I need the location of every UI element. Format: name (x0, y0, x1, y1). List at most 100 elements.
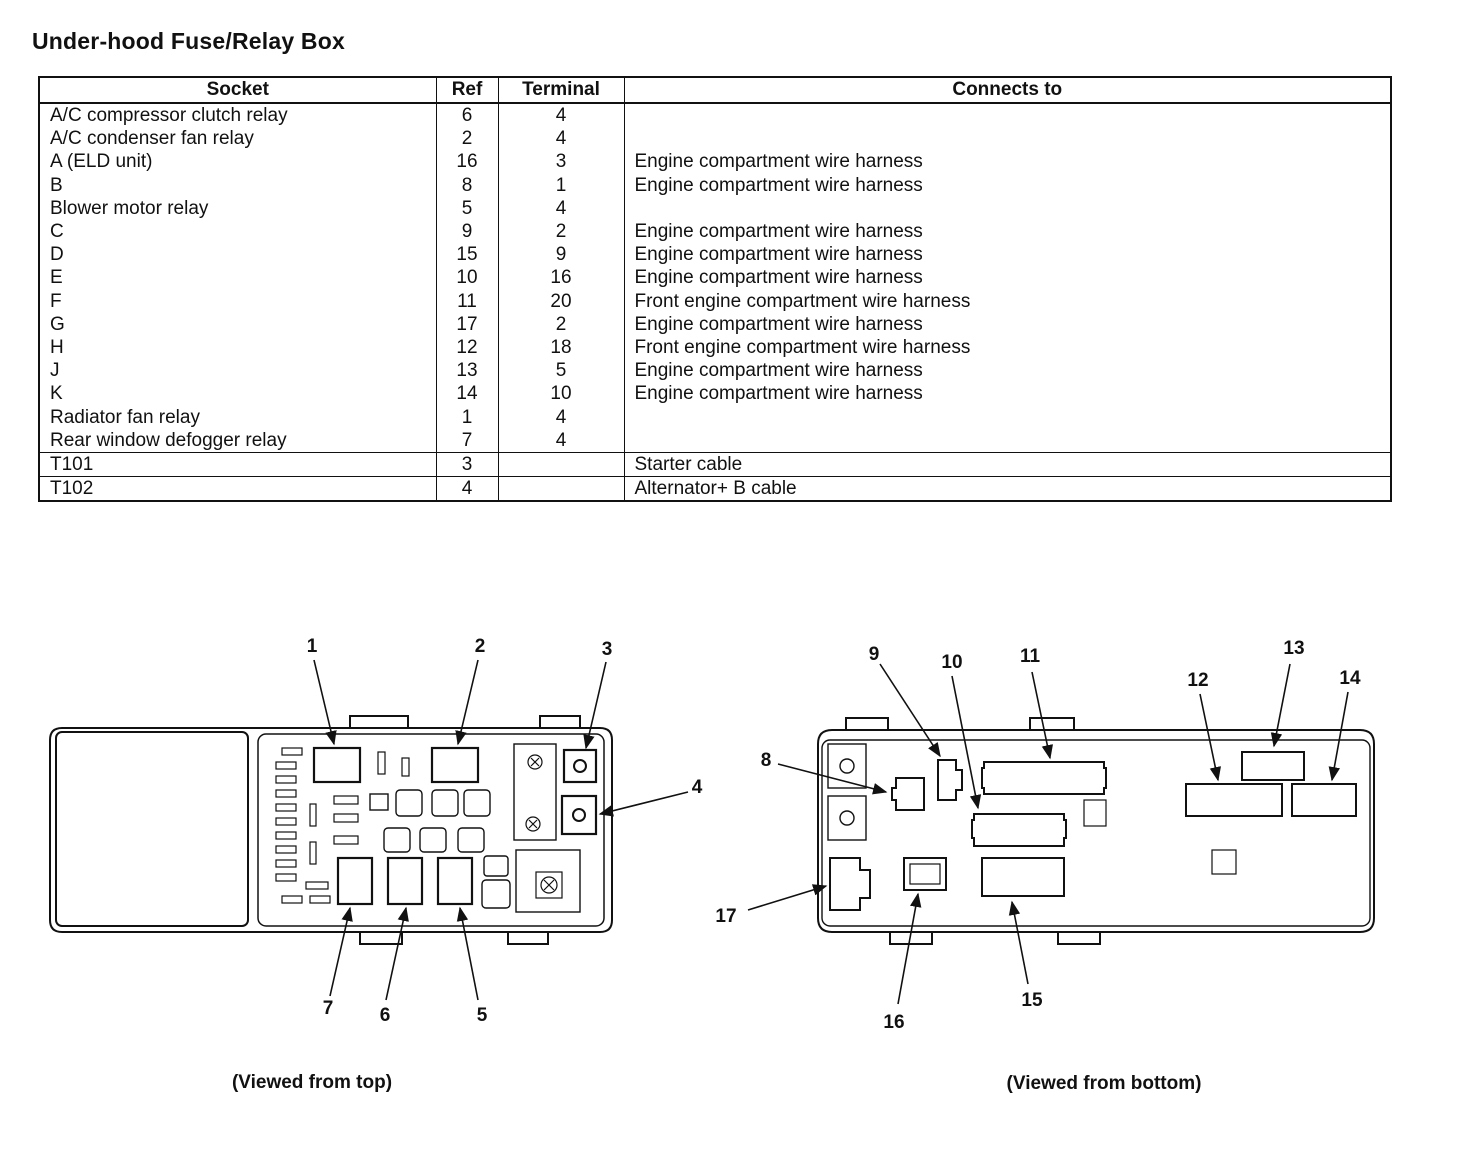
callout-17: 17 (715, 906, 736, 927)
cell-socket: A/C condenser fan relay (40, 127, 437, 151)
bottom-view-callouts: 8 9 10 11 12 13 14 15 16 17 (715, 638, 1361, 1033)
callout-11: 11 (1020, 646, 1041, 667)
cell-socket: E (40, 266, 437, 290)
cell-socket: A (ELD unit) (40, 150, 437, 174)
cell-connects-to: Front engine compartment wire harness (634, 290, 971, 312)
cell-ref: 4 (436, 476, 499, 501)
cell-socket: J (40, 359, 437, 383)
cell-socket: T102 (40, 476, 437, 501)
cell-socket: Rear window defogger relay (40, 428, 437, 453)
cell-connects-to: Engine compartment wire harness (634, 221, 923, 243)
cell-terminal: 16 (498, 266, 625, 290)
cell-ref: 16 (436, 150, 499, 174)
cell-terminal: 10 (498, 382, 625, 406)
cell-ref: 2 (436, 127, 499, 151)
cell-terminal: 4 (498, 103, 625, 128)
cell-terminal: 3 (498, 150, 625, 174)
cell-ref: 11 (436, 289, 499, 313)
cell-ref: 7 (436, 428, 499, 453)
callout-2: 2 (475, 636, 486, 657)
header-ref: Ref (436, 78, 499, 104)
bottom-view-callout-lines (747, 663, 1349, 1005)
cell-ref: 6 (436, 103, 499, 128)
callout-1: 1 (307, 636, 318, 657)
cell-terminal: 18 (498, 335, 625, 360)
cell-ref: 10 (436, 266, 499, 290)
cell-connects-to: Engine compartment wire harness (634, 151, 923, 173)
cell-connects-to: Alternator+ B cable (624, 476, 1390, 501)
top-view-caption: (Viewed from top) (232, 1072, 392, 1093)
cell-terminal: 4 (498, 127, 625, 151)
cell-terminal: 2 (498, 219, 625, 244)
callout-15: 15 (1021, 990, 1043, 1011)
callout-4: 4 (692, 777, 703, 798)
callout-14: 14 (1339, 668, 1361, 689)
cell-terminal (498, 451, 625, 477)
cell-socket: T101 (40, 451, 437, 477)
cell-ref: 9 (436, 219, 499, 244)
callout-8: 8 (761, 750, 772, 771)
cell-terminal (498, 476, 625, 501)
cell-ref: 1 (436, 405, 499, 429)
cell-connects-to: Engine compartment wire harness (634, 174, 923, 196)
top-view-box (49, 715, 613, 945)
cell-ref: 14 (436, 382, 499, 406)
fuse-relay-table: Socket Ref Terminal Connects to A/C comp… (38, 76, 1392, 503)
cell-connects-to: Engine compartment wire harness (634, 267, 923, 289)
callout-12: 12 (1187, 670, 1208, 691)
cell-socket: B (40, 173, 437, 197)
cell-socket: C (40, 219, 437, 244)
cell-socket: H (40, 335, 437, 360)
cell-ref: 17 (436, 312, 499, 336)
cell-connects-to: Starter cable (624, 451, 1390, 477)
callout-10: 10 (941, 652, 962, 673)
callout-13: 13 (1283, 638, 1304, 659)
callout-9: 9 (869, 644, 880, 665)
cell-ref: 3 (436, 451, 499, 477)
cell-socket: D (40, 243, 437, 267)
header-terminal: Terminal (498, 78, 625, 104)
cell-ref: 8 (436, 173, 499, 197)
cell-terminal: 5 (498, 359, 625, 383)
top-view-callouts: 1 2 3 4 5 6 7 (307, 636, 703, 1026)
page-title: Under-hood Fuse/Relay Box (32, 28, 345, 54)
cell-connects-to: Front engine compartment wire harness (634, 336, 971, 358)
cell-ref: 13 (436, 359, 499, 383)
cell-socket: G (40, 312, 437, 336)
cell-terminal: 20 (498, 289, 625, 313)
cell-socket: K (40, 382, 437, 406)
cell-terminal: 4 (498, 196, 625, 220)
cell-socket: Blower motor relay (40, 196, 437, 220)
top-view-callout-lines (313, 659, 689, 1001)
callout-3: 3 (602, 639, 613, 660)
cell-terminal: 4 (498, 428, 625, 453)
callout-5: 5 (477, 1005, 488, 1026)
cell-connects-to: Engine compartment wire harness (634, 360, 923, 382)
cell-socket: Radiator fan relay (40, 405, 437, 429)
cell-connects-to: Engine compartment wire harness (634, 244, 923, 266)
cell-connects-to: Engine compartment wire harness (634, 383, 923, 405)
cell-socket: A/C compressor clutch relay (40, 103, 437, 128)
cell-connects-to: Engine compartment wire harness (634, 313, 923, 335)
bottom-view-box (817, 717, 1375, 945)
cell-terminal: 2 (498, 312, 625, 336)
header-connects-to: Connects to (624, 78, 1390, 104)
cell-socket: F (40, 289, 437, 313)
cell-ref: 12 (436, 335, 499, 360)
